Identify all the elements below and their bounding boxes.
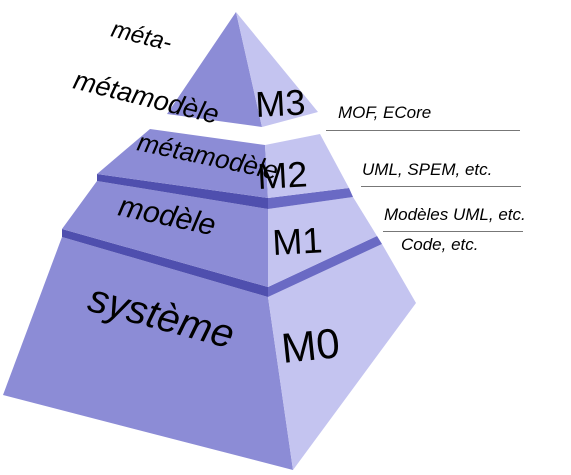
annotation-m2-line xyxy=(361,186,521,187)
level-m3 xyxy=(167,12,318,127)
band-m0-m1-side xyxy=(268,236,382,297)
m2-side-face xyxy=(265,134,349,198)
m0-side-face xyxy=(268,244,416,470)
m1-side-face xyxy=(268,197,377,287)
m3-code: M3 xyxy=(254,81,306,125)
annotation-m1-b: Code, etc. xyxy=(401,235,479,254)
level-m2 xyxy=(97,129,349,198)
band-m1-m2 xyxy=(97,174,353,209)
annotation-m1-a: Modèles UML, etc. xyxy=(384,205,526,224)
level-m0 xyxy=(3,237,416,470)
annotation-m2: UML, SPEM, etc. xyxy=(362,160,493,179)
m0-code: M0 xyxy=(279,319,342,372)
band-m0-m1 xyxy=(62,229,382,297)
m0-front-face xyxy=(3,237,293,470)
m3-side-face xyxy=(236,12,318,127)
annotation-m1-line xyxy=(383,231,523,232)
m3-name-line1: méta- xyxy=(109,16,175,57)
m1-code: M1 xyxy=(271,219,323,263)
level-m1 xyxy=(62,181,377,287)
annotation-m3-line xyxy=(326,130,520,131)
annotation-m3: MOF, ECore xyxy=(338,103,432,122)
band-m1-m2-front xyxy=(97,174,268,209)
m3-front-face xyxy=(167,12,262,127)
m1-front-face xyxy=(62,181,268,287)
band-m0-m1-front xyxy=(62,229,268,297)
m2-front-face xyxy=(97,129,268,198)
band-m1-m2-side xyxy=(268,188,353,209)
m2-code: M2 xyxy=(256,153,308,197)
